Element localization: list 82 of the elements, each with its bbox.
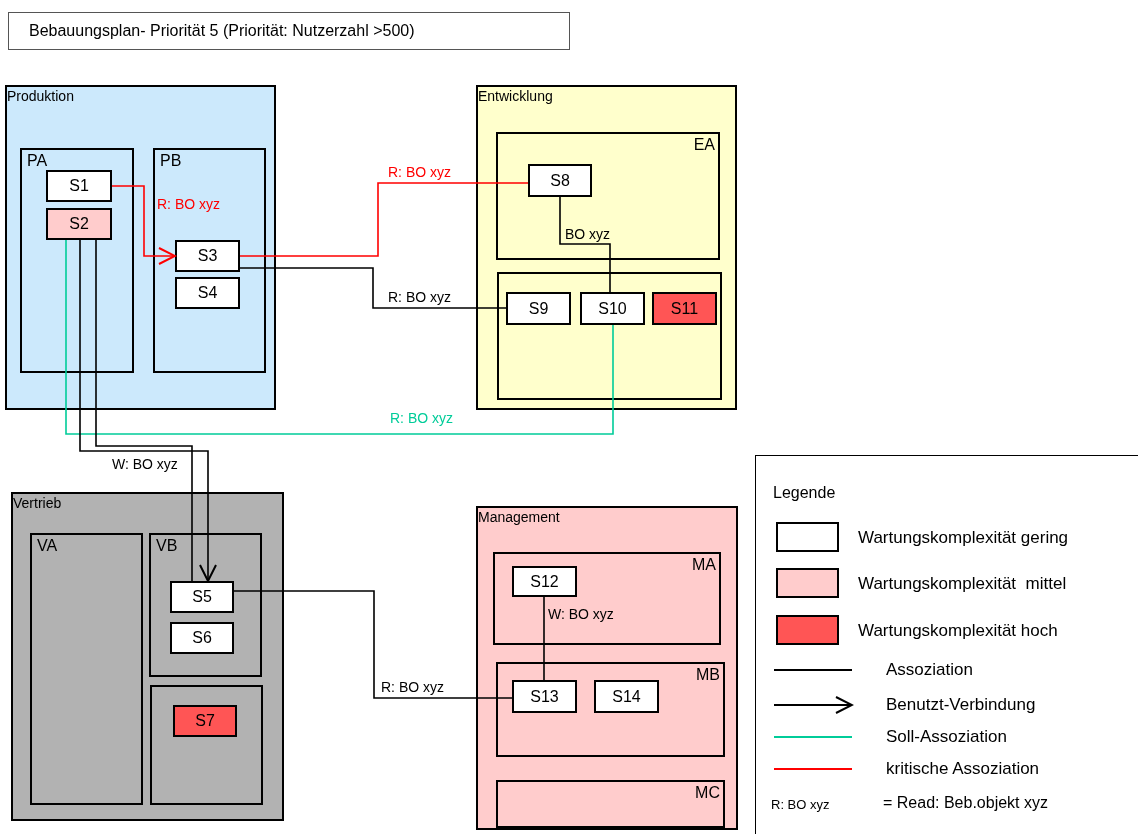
subgroup-box [149, 533, 262, 677]
group-label: VA [37, 537, 58, 555]
legend-label: Wartungskomplexität mittel [858, 574, 1067, 594]
system-box [594, 680, 659, 713]
department-box [11, 492, 284, 821]
system-box [512, 680, 577, 713]
system-label: S8 [550, 171, 570, 190]
group-label: PA [27, 152, 48, 170]
system-box [175, 240, 240, 272]
group-label: EA [693, 136, 715, 154]
system-label: S2 [69, 215, 89, 233]
arrow [79, 239, 217, 582]
edge-label: W: BO xyz [112, 456, 178, 472]
group-label: MB [696, 666, 720, 684]
connector-line [239, 267, 507, 309]
group-label: MC [695, 784, 720, 802]
system-label: S5 [192, 588, 212, 606]
system-box [528, 164, 592, 197]
group-label: Vertrieb [13, 495, 62, 511]
subgroup-box [496, 662, 725, 757]
system-box [512, 566, 577, 597]
subgroup-box [497, 272, 722, 400]
group-label: Management [478, 509, 560, 525]
system-box [652, 292, 717, 325]
edge-label: R: BO xyz [390, 410, 453, 426]
system-label: S12 [530, 572, 559, 591]
subgroup-box [20, 148, 134, 373]
connector-line [233, 590, 513, 699]
subgroup-box [496, 132, 720, 260]
edge-label: R: BO xyz [388, 289, 451, 305]
system-label: S6 [192, 629, 212, 647]
department-box [5, 85, 276, 410]
system-box [175, 277, 240, 309]
system-box [46, 170, 112, 202]
note-text: = Read: Beb.objekt xyz [883, 794, 1048, 812]
subgroup-box [150, 685, 263, 805]
system-label: S14 [612, 687, 641, 706]
arrow [111, 185, 176, 265]
legend-label: Benutzt-Verbindung [886, 695, 1036, 715]
subgroup-box [153, 148, 266, 373]
system-label: S1 [69, 177, 89, 195]
system-label: S3 [197, 247, 218, 265]
subgroup-box [30, 533, 143, 805]
legend-label: Wartungskomplexität hoch [858, 621, 1058, 641]
legend-label: Wartungskomplexität gering [858, 528, 1069, 548]
edge-label: R: BO xyz [157, 196, 220, 212]
system-label: S9 [528, 299, 549, 318]
edge-label: R: BO xyz [388, 164, 451, 180]
subgroup-box [493, 552, 721, 645]
system-label: S10 [598, 299, 627, 318]
connector-line [65, 239, 614, 435]
group-label: Produktion [7, 88, 74, 104]
system-box [46, 208, 112, 240]
edge-label: R: BO xyz [381, 679, 444, 695]
system-box [173, 705, 237, 737]
department-box [476, 85, 737, 410]
connector-line [543, 596, 545, 681]
note-text: R: BO xyz [771, 796, 830, 814]
subgroup-box [496, 780, 725, 828]
legend-label: Soll-Assoziation [886, 727, 1007, 747]
edge-label: W: BO xyz [548, 606, 614, 622]
department-box [476, 506, 738, 830]
system-box [580, 292, 645, 325]
system-box [506, 292, 571, 325]
group-label: MA [692, 556, 716, 574]
system-label: S4 [197, 284, 218, 302]
group-label: PB [160, 152, 182, 170]
system-label: S11 [670, 299, 699, 318]
connector-line [95, 239, 193, 582]
connector-line [559, 196, 611, 293]
legend-label: Assoziation [886, 660, 973, 680]
legend-title: Legende [773, 484, 836, 502]
system-box [170, 622, 234, 654]
group-label: Entwicklung [478, 88, 553, 104]
title-box: Bebauungsplan- Priorität 5 (Priorität: Nutzerzahl >500) [8, 12, 570, 50]
edge-label: BO xyz [565, 226, 611, 242]
system-box [170, 581, 234, 613]
system-label: S13 [530, 687, 559, 706]
connector-line [239, 182, 529, 257]
legend-label: kritische Assoziation [886, 759, 1040, 779]
system-label: S7 [195, 712, 215, 730]
group-label: VB [156, 537, 178, 555]
